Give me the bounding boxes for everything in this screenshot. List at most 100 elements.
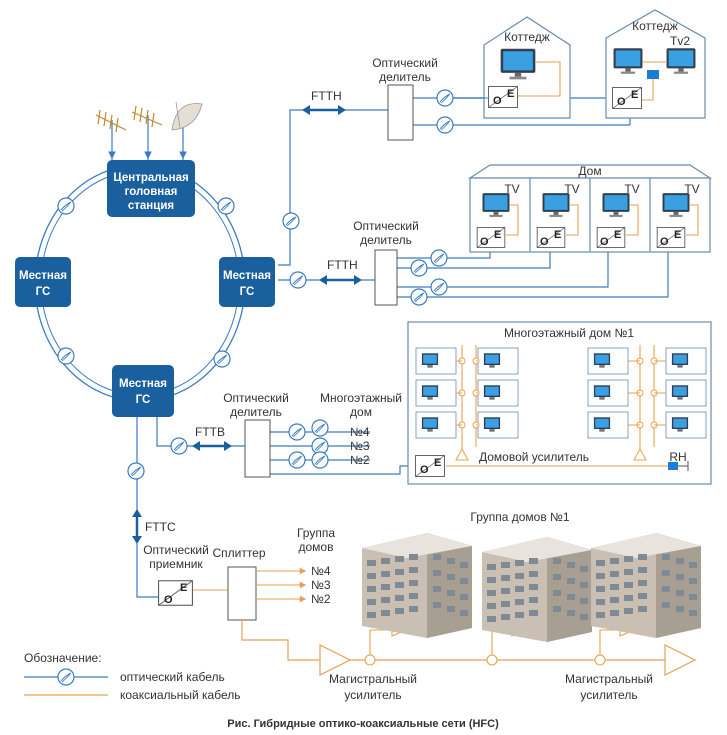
svg-text:Группа: Группа [297,526,335,540]
svg-text:O: O [493,95,502,107]
svg-text:O: O [164,594,173,606]
fttb-label: FTTB [195,425,225,439]
fttc-label: FTTC [145,520,176,534]
ftth-coupler [436,116,454,134]
svg-text:Tv2: Tv2 [670,34,690,48]
legend-title: Обозначение: [24,651,102,665]
svg-text:Многоэтажный дом №1: Многоэтажный дом №1 [504,326,634,340]
svg-text:E: E [180,582,187,594]
headend-line1: Центральная [113,172,188,184]
svg-text:E: E [507,88,514,100]
ftth-coupler [282,212,300,230]
svg-text:E: E [674,229,681,241]
coupler [410,288,428,306]
local-gs-bottom: Местная ГС [112,365,174,417]
svg-text:O: O [660,236,669,248]
flat [415,347,457,375]
cottage-2: Коттедж Tv2 O E [605,9,706,119]
cottage-1: Коттедж O E [483,16,571,119]
tv-label: TV [504,182,519,196]
central-headend-station: Центральная головная станция [107,160,195,217]
svg-text:№4: №4 [311,564,331,578]
flat [587,379,629,407]
optical-splitter-bottom [244,419,271,478]
fttb-arrow [192,441,232,451]
svg-text:приемник: приемник [149,557,203,571]
flat [477,347,519,375]
svg-text:усилитель: усилитель [580,688,637,702]
coupler [289,271,307,289]
svg-text:Оптический: Оптический [372,56,438,70]
svg-text:O: O [420,464,429,476]
ftth-coupler [436,89,454,107]
optical-splitter-top [387,84,414,141]
flat [587,411,629,439]
coupler [410,259,428,277]
coax-trunk [241,620,665,661]
local-gs-right: Местная ГС [219,257,275,307]
svg-text:Местная: Местная [119,378,167,390]
svg-text:Оптический: Оптический [143,543,209,557]
svg-text:делитель: делитель [360,233,412,247]
label-n3: №3 [350,439,370,453]
house-unit: TV OE [596,182,640,248]
coupler [127,462,145,480]
svg-text:Коттедж: Коттедж [632,19,678,33]
legend: Обозначение: оптический кабель коаксиаль… [24,651,241,702]
ftth-label: FTTH [311,89,342,103]
ring-coupler [57,347,75,365]
svg-text:E: E [554,229,561,241]
flat [665,411,707,439]
svg-text:Оптический: Оптический [223,391,289,405]
antenna-icon [95,105,163,160]
tv-label: TV [624,182,639,196]
coupler [430,249,448,267]
legend-optical: оптический кабель [120,670,225,684]
flat [665,379,707,407]
label-n4: №4 [350,425,370,439]
headend-line3: станция [128,200,174,212]
flat [415,411,457,439]
optical-receiver: O E [158,580,193,606]
flat [665,347,707,375]
svg-text:Домовой усилитель: Домовой усилитель [479,450,589,464]
coupler [311,451,329,469]
coupler [311,419,329,437]
ftth-label-2: FTTH [327,258,358,272]
splitter-box [227,566,257,621]
svg-text:№3: №3 [311,578,331,592]
flat [477,411,519,439]
headend-line2: головная [125,186,178,198]
ring-coupler [217,197,235,215]
svg-text:O: O [540,236,549,248]
ring-coupler [213,350,231,368]
optical-splitter-middle [374,249,398,306]
svg-text:Коттедж: Коттедж [504,30,550,44]
svg-text:делитель: делитель [379,70,431,84]
label-n2: №2 [350,453,370,467]
flat [587,347,629,375]
svg-text:№2: №2 [311,592,331,606]
svg-text:Магистральный: Магистральный [329,672,417,686]
svg-text:дом: дом [350,405,372,419]
svg-text:E: E [434,457,441,469]
svg-text:Магистральный: Магистральный [565,672,653,686]
svg-text:E: E [614,229,621,241]
svg-text:Сплиттер: Сплиттер [212,546,265,560]
svg-text:делитель: делитель [230,405,282,419]
svg-text:Оптический: Оптический [353,219,419,233]
svg-text:O: O [617,96,626,108]
coupler [288,451,306,469]
multistorey-house-1: Многоэтажный дом №1 Домовой усилитель RH… [407,321,712,485]
svg-text:усилитель: усилитель [344,688,401,702]
svg-text:O: O [600,236,609,248]
coupler [288,423,306,441]
svg-text:E: E [494,229,501,241]
svg-text:Дом: Дом [578,164,601,178]
svg-text:Многоэтажный: Многоэтажный [320,391,402,405]
flat [415,379,457,407]
svg-text:домов: домов [299,540,334,554]
